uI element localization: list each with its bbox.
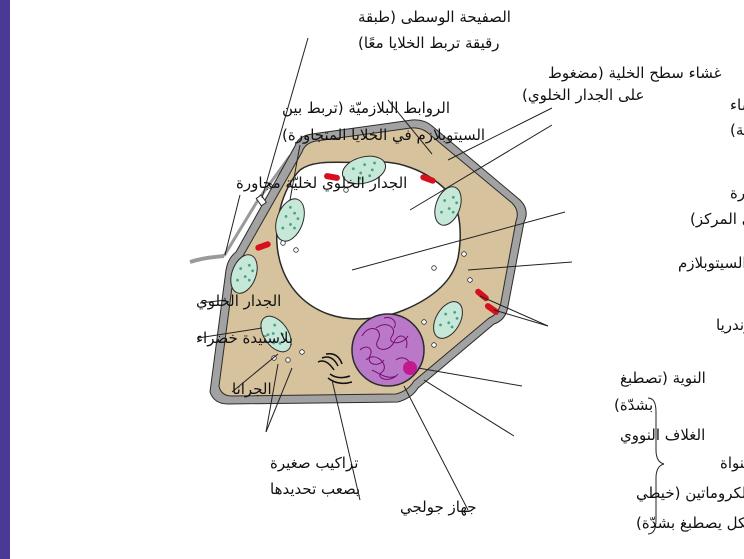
label-middle-lamella-2: رقيقة تربط الخلايا معًا) (358, 34, 500, 52)
label-chromatin-2: الشكل يصطبغ بشدّة) (636, 514, 744, 532)
label-nuclear-envelope: الغلاف النووي (620, 426, 705, 445)
label-granules: الجرانا (232, 380, 272, 398)
label-nucleolus-1: النوية (تصطبغ (620, 369, 706, 387)
label-chromatin-1: الكروماتين (خيطي (636, 484, 744, 503)
label-central-vacuole-1: الفجوة المركزية (كبيرة (730, 184, 744, 202)
label-central-vacuole-2: توجد في المركز) (690, 210, 744, 229)
label-tonoplast-1: التونوبلاست ( غشاء (730, 96, 744, 114)
label-plasmodesmata-1: الروابط البلازميّة (تربط بين (282, 99, 450, 117)
label-chloroplast: بلاستيدة خضراء (196, 329, 293, 347)
label-plasmodesmata-2: السيتوبلازم في الخلايا المتجاورة) (282, 126, 485, 145)
label-small-structures-1: تراكيب صغيرة (270, 454, 358, 472)
label-mitochondria: الميتوكوندريا (716, 316, 744, 334)
adjacent-cell-wall (190, 256, 224, 262)
label-adjacent-cell-wall: الجدار الخلوي لخليّة مجاورة (236, 174, 407, 193)
label-cell-membrane-2: على الجدار الخلوي) (522, 86, 644, 105)
left-band (0, 0, 10, 559)
label-nucleolus-2: بشدّة) (614, 396, 653, 414)
label-tonoplast-2: يحيط بالفجوة المركزية) (730, 121, 744, 139)
label-golgi: جهاز جولجي (400, 498, 477, 517)
label-cytoplasm: السيتوبلازم (678, 254, 744, 272)
nucleolus (403, 361, 417, 375)
label-cell-membrane-1: غشاء سطح الخلية (مضغوط (548, 64, 722, 82)
label-cell-wall: الجدار الخلوي (196, 292, 281, 311)
label-nucleus: النواة (720, 454, 744, 472)
label-small-structures-2: يصعب تحديدها (270, 480, 360, 498)
label-middle-lamella-1: الصفيحة الوسطى (طبقة (358, 8, 511, 26)
